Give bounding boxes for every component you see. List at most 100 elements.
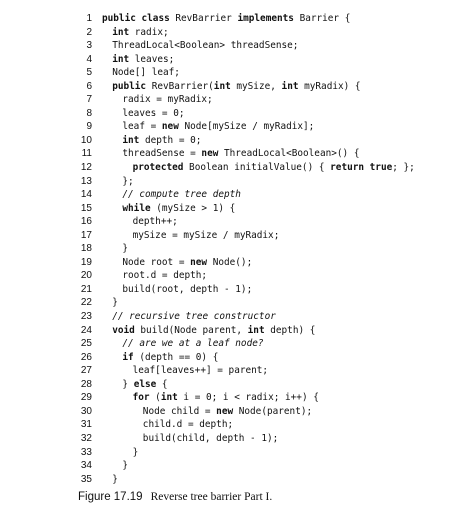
code-comment: // are we at a leaf node? xyxy=(122,338,264,350)
code-keyword: int xyxy=(247,324,265,336)
code-token: Node root = xyxy=(122,256,191,268)
code-keyword: implements xyxy=(237,13,294,24)
code-keyword: void xyxy=(112,324,135,336)
code-token: RevBarrier xyxy=(169,13,238,24)
code-text: Node root = new Node(); xyxy=(102,256,252,270)
code-token: Node(parent); xyxy=(233,405,313,417)
code-line: 25// are we at a leaf node? xyxy=(0,337,459,351)
line-number: 11 xyxy=(81,148,92,160)
code-text: Node[] leaf; xyxy=(102,66,180,80)
code-line: 34} xyxy=(0,459,459,473)
code-token: root.d = depth; xyxy=(122,270,208,282)
code-token: Node[mySize / myRadix]; xyxy=(178,121,315,133)
figure-label: Figure 17.19 xyxy=(78,491,143,503)
code-token: } xyxy=(122,378,134,390)
code-token: leaf = xyxy=(122,121,162,133)
line-number: 34 xyxy=(80,460,92,472)
code-text: int leaves; xyxy=(102,53,174,67)
line-number: 32 xyxy=(80,432,92,444)
code-token: leaves; xyxy=(129,53,175,65)
code-token: leaves = 0; xyxy=(122,107,185,119)
code-token: build(child, depth - 1); xyxy=(142,432,279,444)
code-comment: // recursive tree constructor xyxy=(112,311,276,323)
code-line: 23 // recursive tree constructor xyxy=(0,310,459,324)
line-number: 16 xyxy=(80,216,92,228)
line-number: 17 xyxy=(80,229,92,241)
code-text: // are we at a leaf node? xyxy=(102,337,264,351)
code-keyword: else xyxy=(133,378,157,390)
line-number: 4 xyxy=(86,53,92,65)
code-token: threadSense = xyxy=(122,148,202,160)
code-token: RevBarrier( xyxy=(146,80,214,92)
line-number: 1 xyxy=(86,13,92,24)
code-token: (depth == 0) { xyxy=(133,351,219,363)
code-token: ; }; xyxy=(392,162,415,174)
code-token: } xyxy=(112,297,118,309)
code-token: Node(); xyxy=(207,256,253,268)
code-text: Node child = new Node(parent); xyxy=(102,405,312,419)
line-number: 33 xyxy=(80,446,92,458)
code-token: depth) { xyxy=(264,324,316,336)
code-text: build(root, depth - 1); xyxy=(102,283,252,297)
code-token: } xyxy=(132,446,139,458)
code-text: ThreadLocal<Boolean> threadSense; xyxy=(102,39,298,53)
code-token: Node child = xyxy=(142,405,217,417)
line-number: 35 xyxy=(80,473,92,485)
line-number: 13 xyxy=(80,175,92,187)
code-text: int depth = 0; xyxy=(102,134,201,148)
code-keyword: public class xyxy=(102,13,170,24)
code-text: leaf = new Node[mySize / myRadix]; xyxy=(102,120,314,134)
code-token: depth = 0; xyxy=(139,134,202,146)
code-line: 13}; xyxy=(0,175,459,189)
code-line: 26 if (depth == 0) { xyxy=(0,351,459,365)
line-number: 29 xyxy=(80,392,92,404)
code-line: 7 radix = myRadix; xyxy=(0,93,459,107)
code-text: } else { xyxy=(102,378,167,392)
line-number: 14 xyxy=(80,189,92,201)
code-line: 33} xyxy=(0,446,459,460)
code-text: // recursive tree constructor xyxy=(102,310,276,324)
code-text: protected Boolean initialValue() { retur… xyxy=(102,161,415,175)
code-text: } xyxy=(102,459,128,473)
code-token: } xyxy=(122,460,129,472)
code-text: public class RevBarrier implements Barri… xyxy=(102,12,350,26)
code-line: 14// compute tree depth xyxy=(0,188,459,202)
code-keyword: new xyxy=(216,405,234,417)
code-token: ThreadLocal<Boolean>() { xyxy=(218,148,360,160)
code-token: child.d = depth; xyxy=(142,419,234,431)
code-keyword: return true xyxy=(330,162,393,174)
code-text: int radix; xyxy=(102,26,169,40)
code-token: Barrier { xyxy=(293,13,351,24)
code-token: myRadix) { xyxy=(298,80,361,92)
line-number: 22 xyxy=(80,297,92,309)
line-number: 23 xyxy=(80,311,92,323)
code-keyword: int xyxy=(213,80,231,92)
code-text: } xyxy=(102,473,118,487)
code-text: if (depth == 0) { xyxy=(102,351,218,365)
code-text: radix = myRadix; xyxy=(102,93,212,107)
code-token: depth++; xyxy=(132,216,178,228)
code-text: } xyxy=(102,296,118,310)
line-number: 9 xyxy=(86,121,92,133)
line-number: 20 xyxy=(80,270,92,282)
code-token: radix; xyxy=(129,26,169,38)
line-number: 26 xyxy=(80,351,92,363)
line-number: 6 xyxy=(86,80,92,92)
line-number: 7 xyxy=(86,94,92,106)
code-line: 32 build(child, depth - 1); xyxy=(0,432,459,446)
line-number: 5 xyxy=(86,67,92,79)
line-number: 12 xyxy=(80,162,92,174)
code-token: } xyxy=(122,243,129,255)
